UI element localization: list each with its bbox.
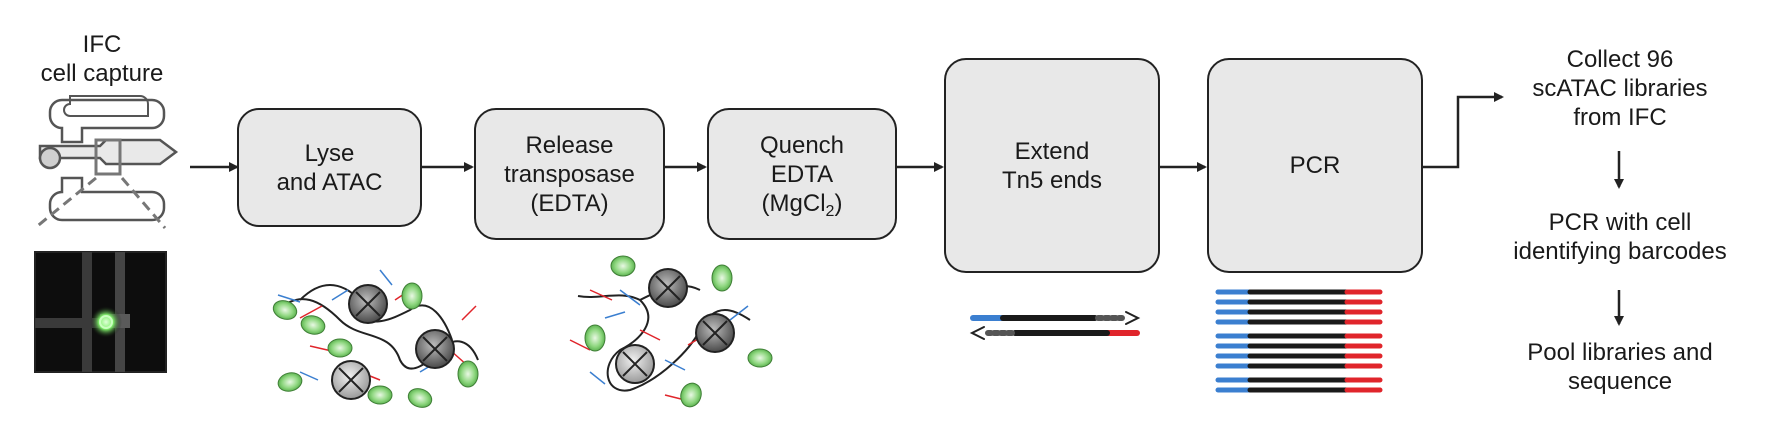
step-extend-box: Extend Tn5 ends [944,58,1160,273]
lyse-chromatin-illustration [272,269,479,408]
microscopy-image [34,251,167,373]
step-lyse-box: Lyse and ATAC [237,108,422,227]
zoom-line-right [120,177,167,229]
pcr-line1: PCR [1289,152,1341,179]
extend-fragment-illustration [969,311,1141,340]
step-pcr-box: PCR [1207,58,1423,273]
lyse-line2: and ATAC [276,168,383,196]
zoom-line-left [34,176,97,230]
arrow-pcr-to-collect [1423,92,1504,169]
quench-line1: Quench [759,131,845,159]
ifc-title: IFC cell capture [22,30,182,88]
release-line2: transposase [504,160,635,188]
pool-text: Pool libraries and sequence [1527,339,1713,395]
step-quench-box: Quench EDTA (MgCl2) [707,108,897,240]
flow-arrows [190,92,1624,326]
ifc-chip-icon [38,95,179,222]
step-release-box: Release transposase (EDTA) [474,108,665,240]
collect-text: Collect 96 scATAC libraries from IFC [1532,46,1708,131]
quench-line2: EDTA [770,160,834,188]
barcode-text: PCR with cell identifying barcodes [1513,209,1727,265]
release-line1: Release [525,131,614,159]
ifc-title-line2: cell capture [40,60,164,87]
extend-line2: Tn5 ends [1001,166,1103,194]
extend-line1: Extend [1014,137,1090,165]
release-line3: (EDTA) [530,189,609,217]
lyse-line1: Lyse [304,139,355,167]
ifc-title-line1: IFC [82,31,122,58]
pcr-amplicons-illustration [1215,289,1383,393]
quench-line3: (MgCl2) [761,189,843,220]
release-chromatin-illustration [569,255,773,408]
